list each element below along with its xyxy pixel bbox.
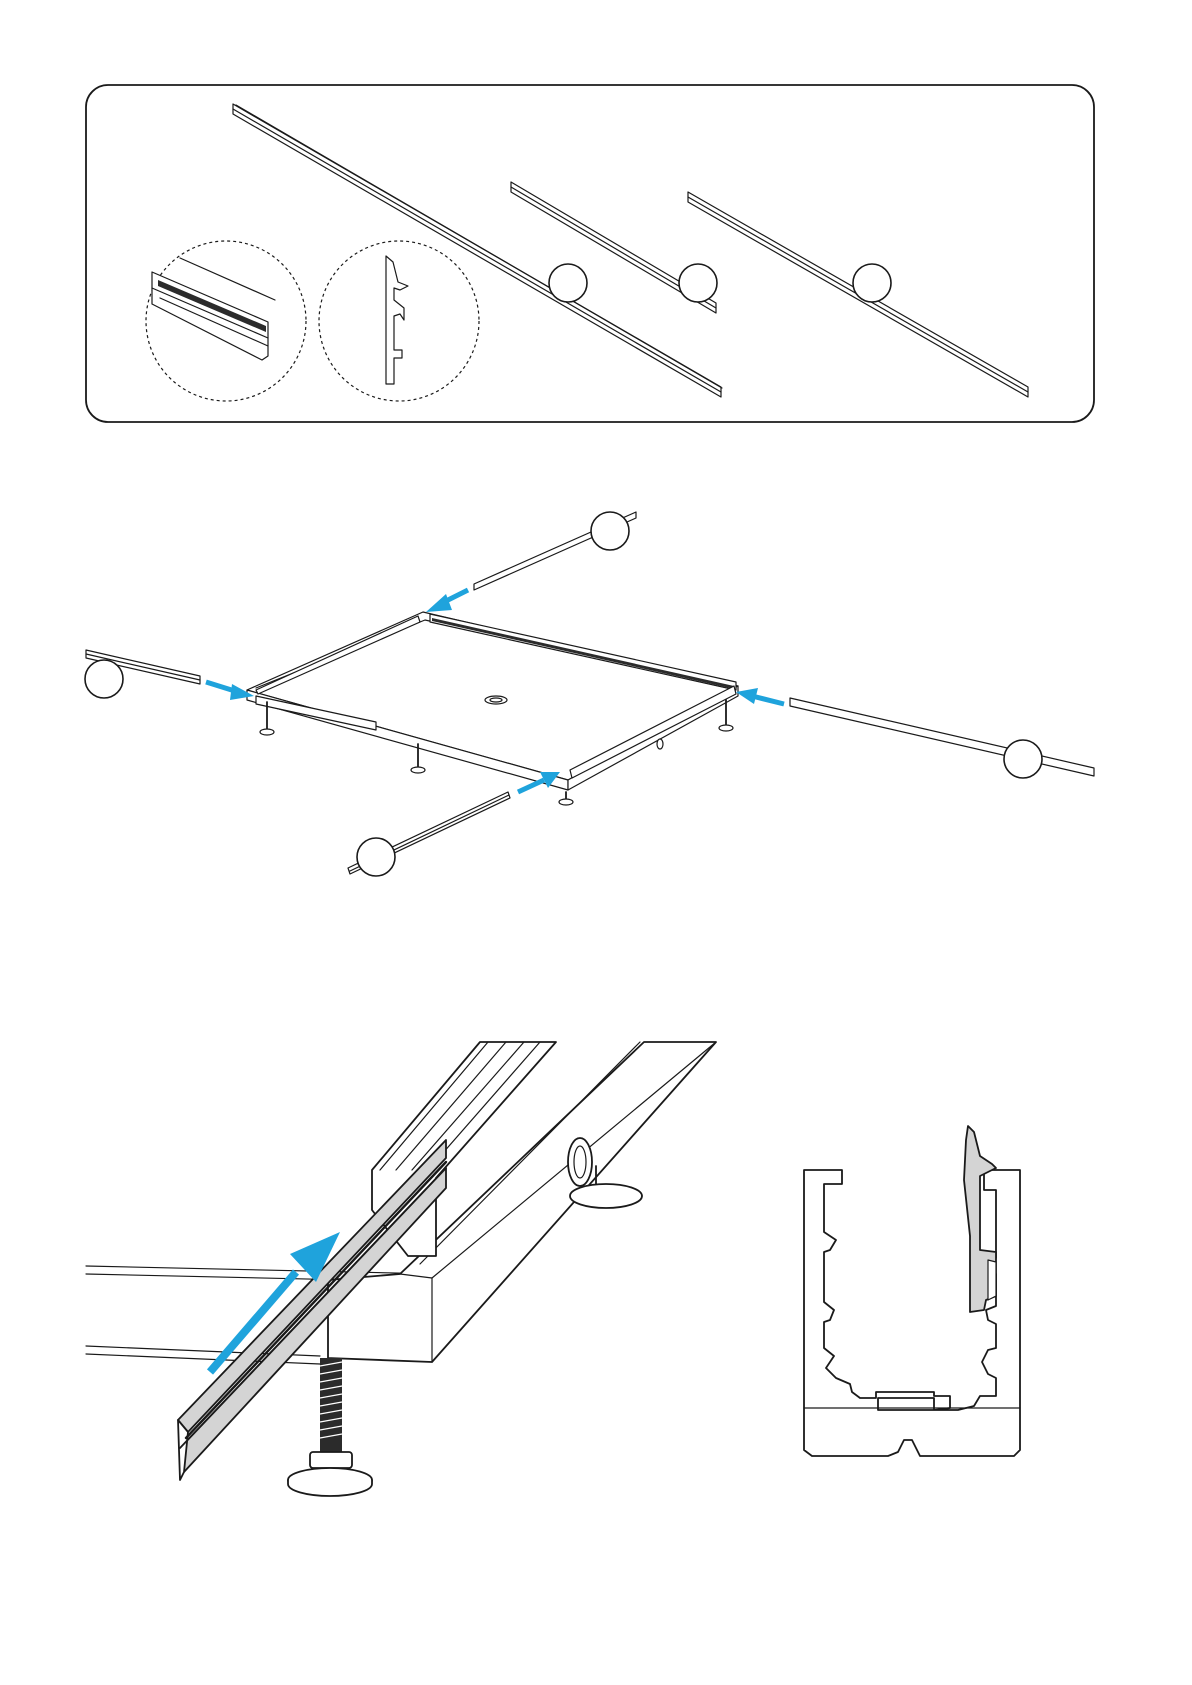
part-badge-2 (679, 264, 717, 302)
parts-overview-panel (86, 85, 1094, 422)
shower-tray (247, 612, 738, 805)
blue-arrow-icon (426, 590, 468, 612)
assembly-view-panel (85, 512, 1094, 876)
adjustable-foot (288, 1358, 372, 1496)
detail-circle-rail-perspective (146, 241, 306, 401)
blue-arrow-icon (736, 688, 784, 704)
u-profile-outline (804, 1170, 1020, 1456)
profile-cross-section-panel (804, 1126, 1020, 1456)
part-badge-3 (853, 264, 891, 302)
loose-rail-right (790, 698, 1094, 776)
detail-circle-rail-profile (319, 241, 479, 401)
assembly-badge-4 (357, 838, 395, 876)
assembly-badge-1 (591, 512, 629, 550)
assembly-badge-3 (1004, 740, 1042, 778)
part-badge-1 (549, 264, 587, 302)
detail-insert-panel (86, 1042, 716, 1496)
assembly-badge-2 (85, 660, 123, 698)
